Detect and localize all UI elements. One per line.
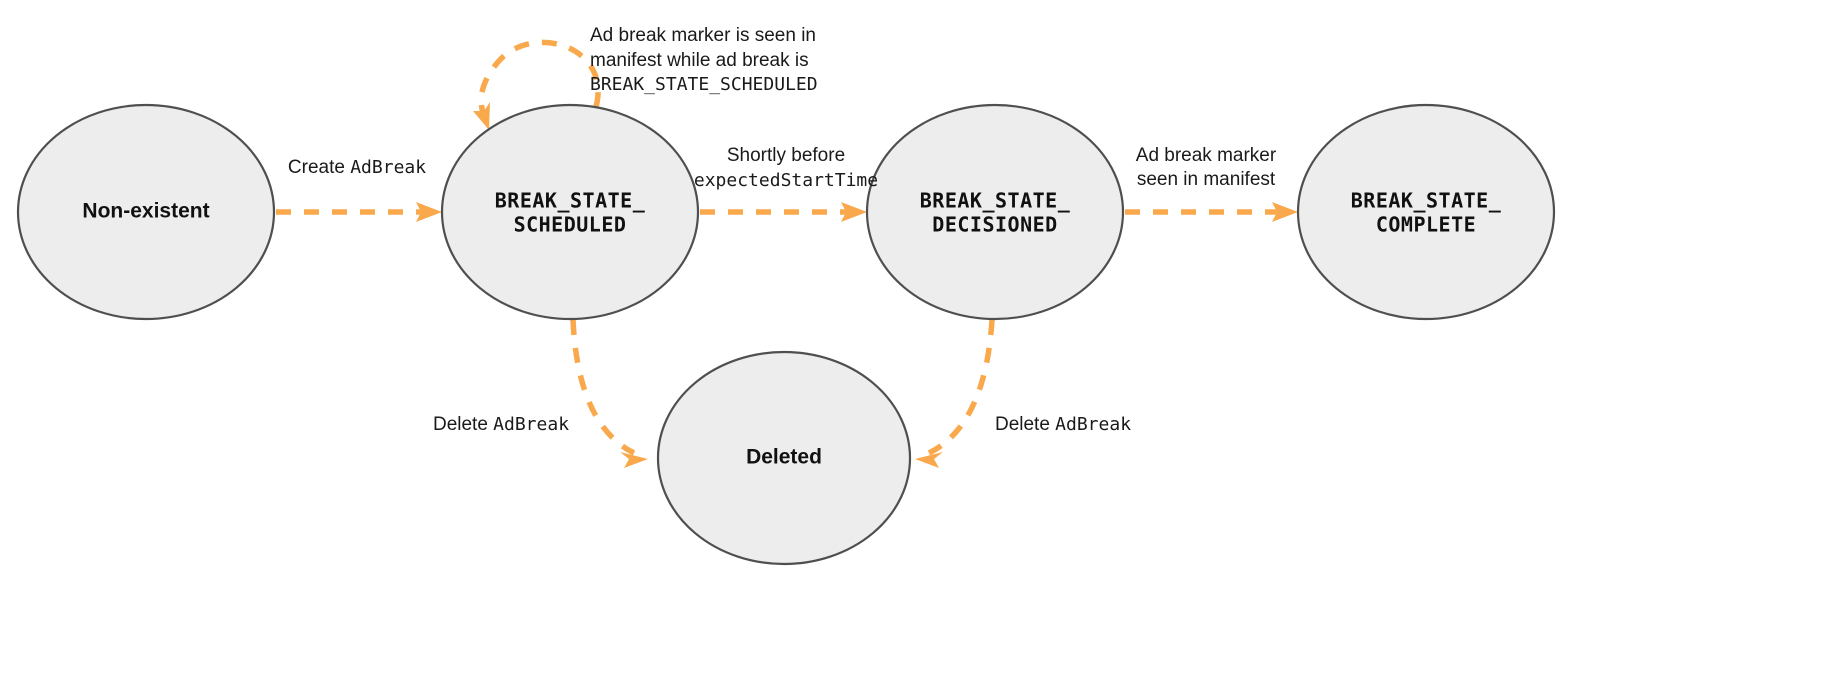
edge-label-text: Create AdBreak	[288, 157, 426, 178]
edge-label-self-loop-scheduled: Ad break marker is seen in manifest whil…	[590, 25, 818, 95]
arrowhead-icon	[915, 452, 943, 468]
edge-label-ad-break-marker-seen: Ad break marker seen in manifest	[1136, 145, 1277, 190]
node-shape	[1296, 103, 1556, 321]
node-label-line-1: BREAK_STATE_	[920, 189, 1071, 213]
edge-label-line-3: BREAK_STATE_SCHEDULED	[590, 74, 818, 95]
node-break-state-decisioned[interactable]: BREAK_STATE_ DECISIONED	[865, 103, 1125, 321]
edge-label-line-2: manifest while ad break is	[590, 50, 809, 71]
node-deleted[interactable]: Deleted	[656, 350, 912, 566]
edge-delete-from-decisioned	[915, 319, 995, 468]
arrowhead-icon	[473, 102, 490, 130]
edge-ad-break-marker-seen	[1125, 202, 1298, 222]
edge-label-line-1: Ad break marker is seen in	[590, 25, 816, 46]
node-non-existent[interactable]: Non-existent	[16, 103, 276, 321]
arrowhead-icon	[841, 202, 867, 222]
arrowhead-icon	[416, 202, 442, 222]
node-label-line-2: DECISIONED	[932, 213, 1057, 237]
edge-shortly-before	[700, 202, 867, 222]
edge-label-delete-from-scheduled: Delete AdBreak	[433, 414, 569, 435]
node-shape	[440, 103, 700, 321]
edge-self-loop-scheduled	[473, 39, 601, 130]
node-shape	[865, 103, 1125, 321]
edge-label-text: Delete AdBreak	[433, 414, 569, 435]
edge-label-shortly-before: Shortly before expectedStartTime	[694, 145, 878, 191]
edge-label-line-2: seen in manifest	[1137, 169, 1276, 190]
edge-delete-from-scheduled	[570, 319, 648, 468]
arrowhead-icon	[1272, 202, 1298, 222]
edge-create-adbreak	[276, 202, 442, 222]
node-label: Deleted	[746, 446, 822, 469]
node-shape	[16, 103, 276, 321]
node-label-line-1: BREAK_STATE_	[1351, 189, 1502, 213]
node-break-state-scheduled[interactable]: BREAK_STATE_ SCHEDULED	[440, 103, 700, 321]
edge-line	[570, 319, 636, 456]
node-label-line-1: BREAK_STATE_	[495, 189, 646, 213]
node-label-line-2: SCHEDULED	[514, 213, 627, 237]
edge-line	[927, 319, 995, 456]
edge-label-text: Delete AdBreak	[995, 414, 1131, 435]
node-break-state-complete[interactable]: BREAK_STATE_ COMPLETE	[1296, 103, 1556, 321]
node-shape	[656, 350, 912, 566]
edge-label-line-2: expectedStartTime	[694, 170, 878, 191]
node-label-line-2: COMPLETE	[1376, 213, 1476, 237]
edge-line	[478, 39, 601, 117]
edge-label-line-1: Ad break marker	[1136, 145, 1277, 166]
node-label: Non-existent	[82, 200, 209, 223]
arrowhead-icon	[620, 452, 648, 468]
edge-label-delete-from-decisioned: Delete AdBreak	[995, 414, 1131, 435]
edge-label-line-1: Shortly before	[727, 145, 845, 166]
edge-label-create-adbreak: Create AdBreak	[288, 157, 426, 178]
